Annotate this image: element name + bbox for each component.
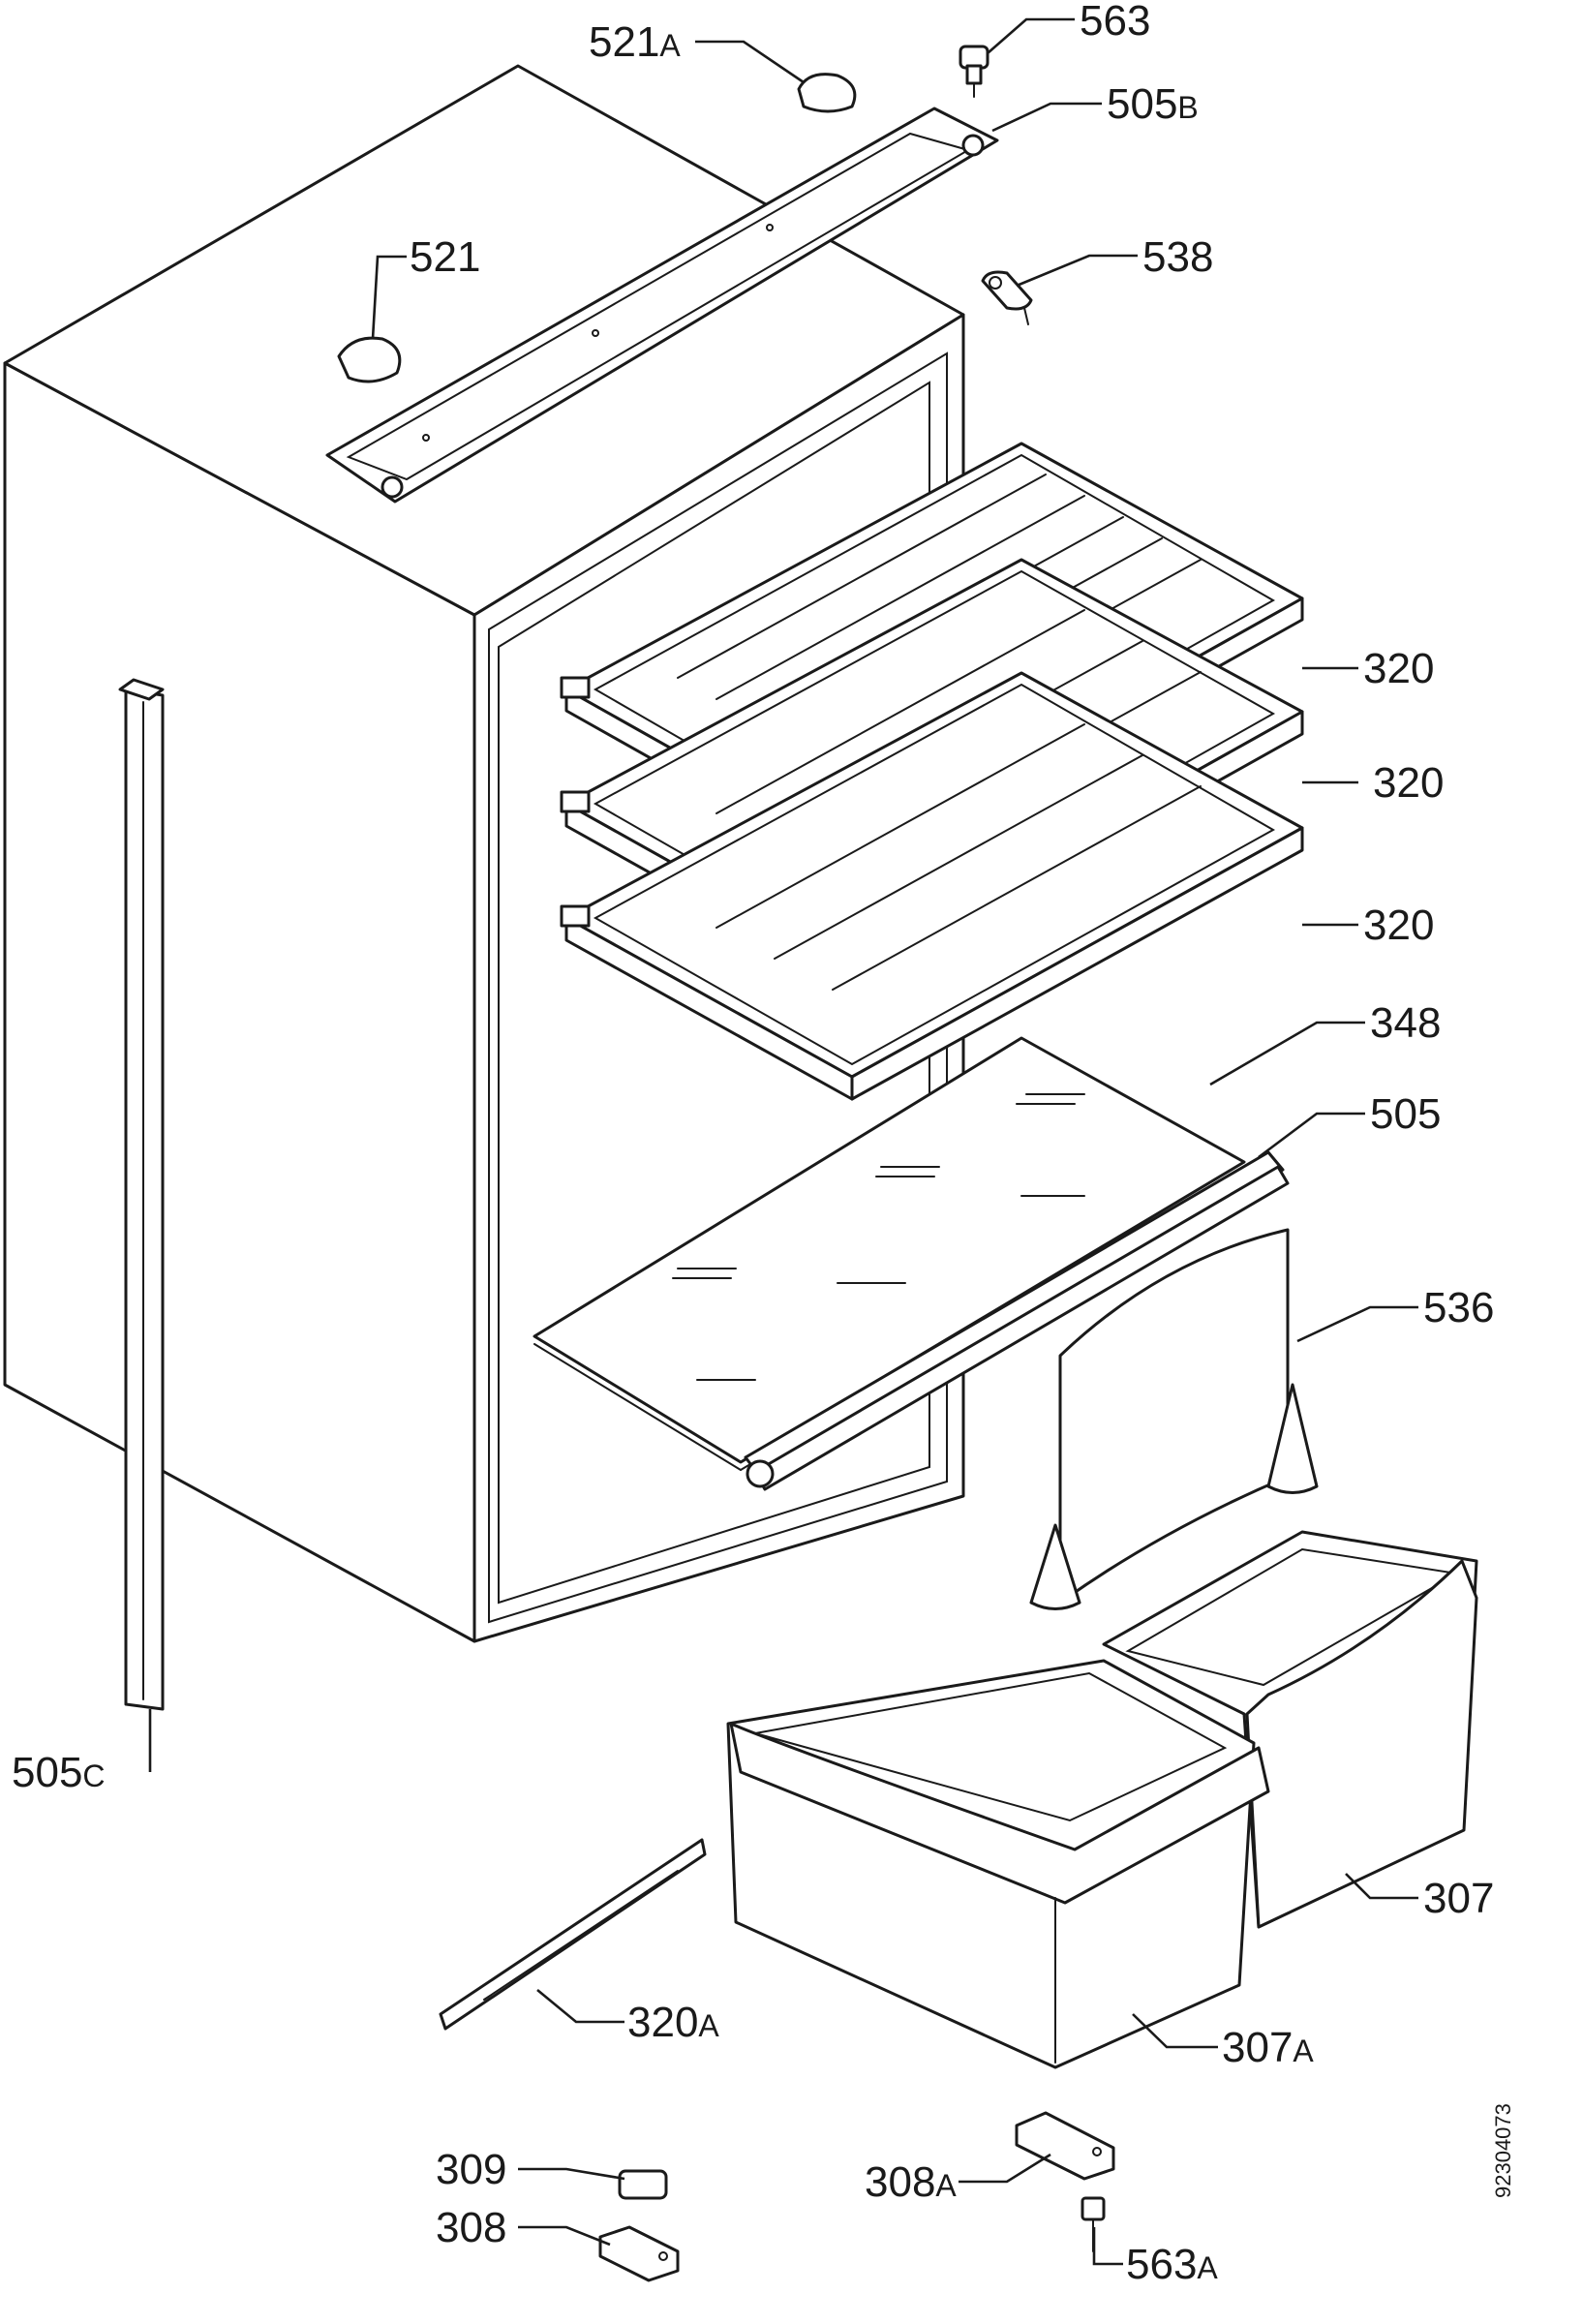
callout-320-middle: 320 (1373, 759, 1444, 807)
hinge-pin (959, 45, 989, 98)
drawer-slide-block (618, 2169, 668, 2200)
top-hinge-plate (325, 107, 999, 504)
drawer-bracket (598, 2225, 680, 2282)
crisper-drawer-right (1102, 1530, 1478, 1929)
door-seal-strip (118, 678, 165, 1711)
leader-lines (148, 17, 1418, 2266)
callout-320-upper: 320 (1363, 645, 1434, 692)
callout-307a: 307A (1222, 2024, 1314, 2071)
document-number: 92304073 (1491, 2103, 1515, 2198)
callout-320-lower: 320 (1363, 902, 1434, 949)
callout-536: 536 (1423, 1284, 1494, 1331)
callout-308a: 308A (865, 2158, 957, 2206)
callout-labels: 521A 563 505B 521 538 320 320 320 348 50… (12, 0, 1494, 2288)
glass-plate-front-profile (744, 1150, 1290, 1491)
callout-309: 309 (436, 2146, 506, 2193)
callout-521: 521 (410, 233, 480, 281)
callout-308: 308 (436, 2204, 506, 2251)
callout-348: 348 (1370, 999, 1441, 1047)
callout-320a: 320A (627, 1999, 719, 2046)
glass-shelf-3 (560, 671, 1304, 1101)
callout-538: 538 (1142, 233, 1213, 281)
hinge-cover-cap (337, 336, 402, 383)
door-stop (981, 270, 1033, 325)
crisper-runner-rail (439, 1838, 707, 2031)
callout-563a: 563A (1126, 2241, 1218, 2288)
crisper-divider (1029, 1228, 1319, 1610)
drawer-bracket-a (1015, 2111, 1115, 2181)
crisper-drawer-left (726, 1659, 1270, 2069)
callout-505c: 505C (12, 1749, 106, 1796)
callout-307: 307 (1423, 1875, 1494, 1922)
callout-521a: 521A (589, 18, 681, 66)
callout-505: 505 (1370, 1090, 1441, 1138)
hinge-cover-cap-a (797, 73, 857, 113)
callout-505b: 505B (1107, 80, 1199, 128)
callout-563: 563 (1080, 0, 1150, 45)
